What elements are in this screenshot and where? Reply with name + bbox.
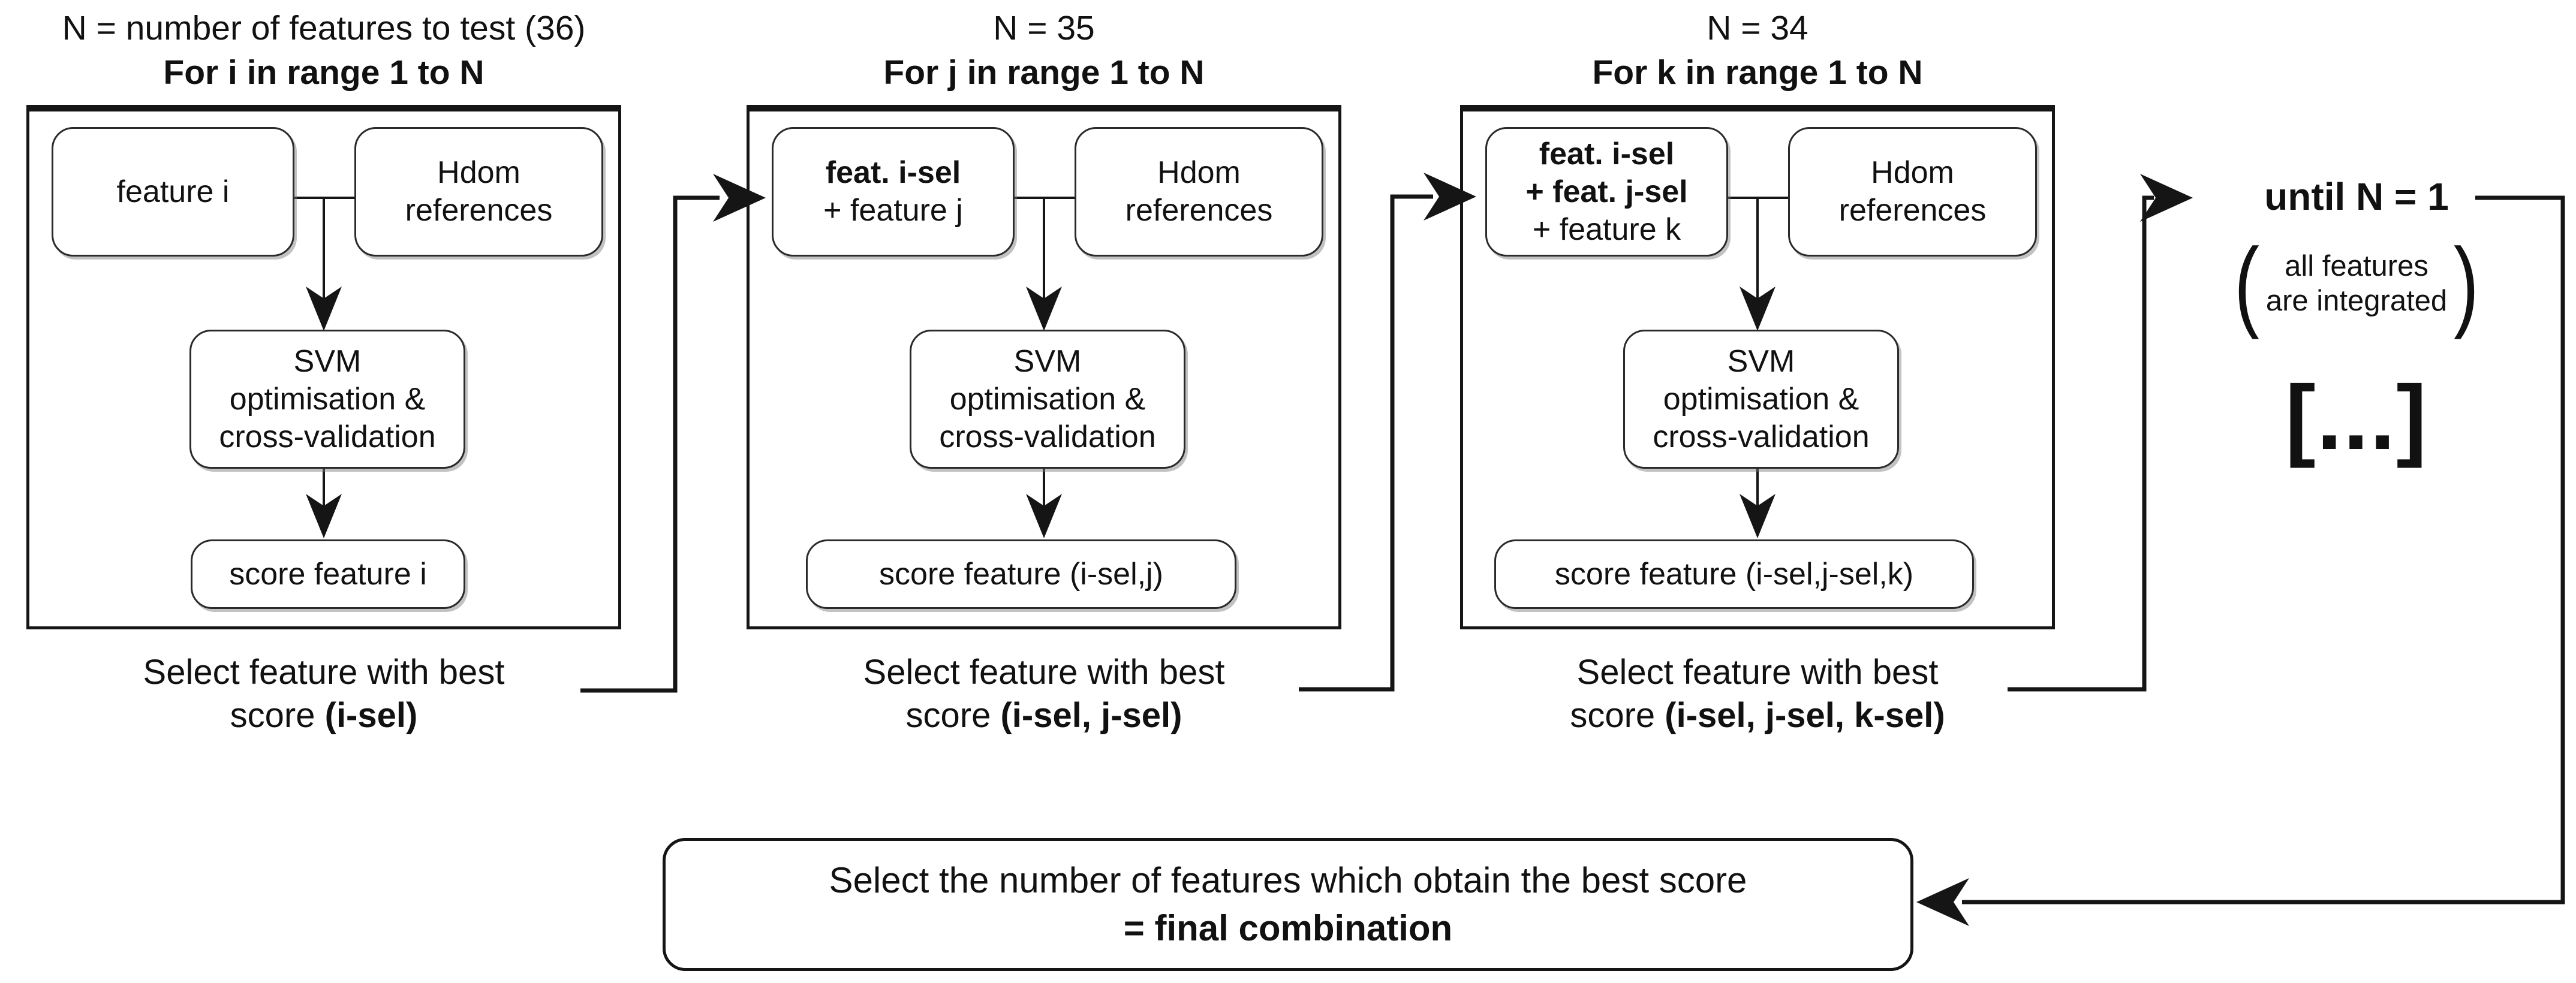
panel1-loop-frame: [26, 105, 621, 629]
panel1-hdom-references-box: Hdom references: [354, 127, 603, 257]
panel3-header-line1: N = 34: [1707, 9, 1808, 47]
panel3-select-line1: Select feature with best: [1576, 653, 1939, 692]
until-note: ( all features are integrated ): [2183, 227, 2530, 340]
panel1-header: N = number of features to test (36) For …: [26, 6, 621, 95]
panel1-select-line2-prefix: score: [230, 696, 325, 735]
panel3-loop-frame: [1460, 105, 2055, 629]
panel3-select-caption: Select feature with best score (i-sel, j…: [1460, 651, 2055, 737]
arrowhead-panel3-merge-icon: [1740, 287, 1775, 331]
arrowhead-panel1-score-icon: [306, 494, 342, 538]
panel1-header-line1: N = number of features to test (36): [62, 9, 586, 47]
panel2-header: N = 35 For j in range 1 to N: [747, 6, 1341, 95]
panel3-svm-box: SVM optimisation & cross-validation: [1623, 330, 1899, 469]
panel3-select-line2-bold: (i-sel, j-sel, k-sel): [1665, 696, 1945, 735]
connector-panel2-to-panel3: [1299, 194, 1433, 692]
final-box-line2: = final combination: [1123, 908, 1453, 948]
panel1-select-caption: Select feature with best score (i-sel): [26, 651, 621, 737]
ellipsis-bracket-glyph: [...]: [2285, 367, 2428, 469]
panel2-select-caption: Select feature with best score (i-sel, j…: [747, 651, 1341, 737]
panel3-input-box: feat. i-sel + feat. j-sel + feature k: [1485, 127, 1728, 257]
until-title: until N = 1: [2264, 175, 2449, 218]
close-paren-glyph: ): [2454, 227, 2479, 340]
panel1-select-line1: Select feature with best: [143, 653, 505, 692]
panel2-header-line1: N = 35: [993, 9, 1095, 47]
panel3-header-line2: For k in range 1 to N: [1592, 53, 1923, 92]
panel1-input-line1: feature i: [116, 174, 230, 209]
panel2-select-line1: Select feature with best: [863, 653, 1225, 692]
connector-panel3-to-until: [2008, 195, 2154, 692]
panel2-select-line2-bold: (i-sel, j-sel): [1000, 696, 1182, 735]
panel1-svm-box: SVM optimisation & cross-validation: [189, 330, 465, 469]
panel3-input-line2: + feat. j-sel: [1525, 174, 1688, 209]
panel1-input-box: feature i: [52, 127, 294, 257]
open-paren-glyph: (: [2234, 227, 2259, 340]
connector-until-to-final: [1962, 195, 2565, 904]
panel3-score-box: score feature (i-sel,j-sel,k): [1494, 539, 1974, 609]
arrowhead-into-until-icon: [2140, 174, 2193, 222]
until-note-text: all features are integrated: [2265, 250, 2448, 317]
panel2-select-line2: score (i-sel, j-sel): [747, 694, 1341, 737]
panel2-input-line2: + feature j: [823, 193, 963, 228]
panel2-svm-box: SVM optimisation & cross-validation: [910, 330, 1185, 469]
arrowhead-into-panel2-icon: [713, 174, 766, 222]
final-box-line1: Select the number of features which obta…: [829, 860, 1747, 900]
until-block: until N = 1 ( all features are integrate…: [2183, 175, 2530, 463]
panel2-header-line2: For j in range 1 to N: [883, 53, 1205, 92]
panel1-header-line2: For i in range 1 to N: [163, 53, 484, 92]
panel3-select-line2-prefix: score: [1570, 696, 1665, 735]
panel1-select-line2-bold: (i-sel): [324, 696, 418, 735]
panel2-loop-frame: [747, 105, 1341, 629]
panel2-input-box: feat. i-sel + feature j: [772, 127, 1015, 257]
arrowhead-panel2-score-icon: [1026, 494, 1062, 538]
panel3-header: N = 34 For k in range 1 to N: [1460, 6, 2055, 95]
connector-panel1-to-panel2: [580, 195, 720, 693]
panel1-select-line2: score (i-sel): [26, 694, 621, 737]
final-combination-box: Select the number of features which obta…: [663, 838, 1913, 971]
panel3-input-line1: feat. i-sel: [1539, 136, 1675, 171]
panel2-score-box: score feature (i-sel,j): [806, 539, 1236, 609]
arrowhead-into-panel3-icon: [1424, 173, 1476, 221]
panel3-input-line3: + feature k: [1532, 212, 1681, 247]
panel3-select-line2: score (i-sel, j-sel, k-sel): [1460, 694, 2055, 737]
arrowhead-panel3-score-icon: [1740, 494, 1775, 538]
arrowhead-panel2-merge-icon: [1026, 287, 1062, 331]
panel2-hdom-references-box: Hdom references: [1075, 127, 1323, 257]
arrowhead-into-final-box-icon: [1916, 878, 1969, 926]
panel2-input-line1: feat. i-sel: [825, 155, 961, 190]
arrowhead-panel1-merge-icon: [306, 287, 342, 331]
panel2-select-line2-prefix: score: [905, 696, 1001, 735]
panel1-score-box: score feature i: [191, 539, 465, 609]
panel3-hdom-references-box: Hdom references: [1788, 127, 2037, 257]
